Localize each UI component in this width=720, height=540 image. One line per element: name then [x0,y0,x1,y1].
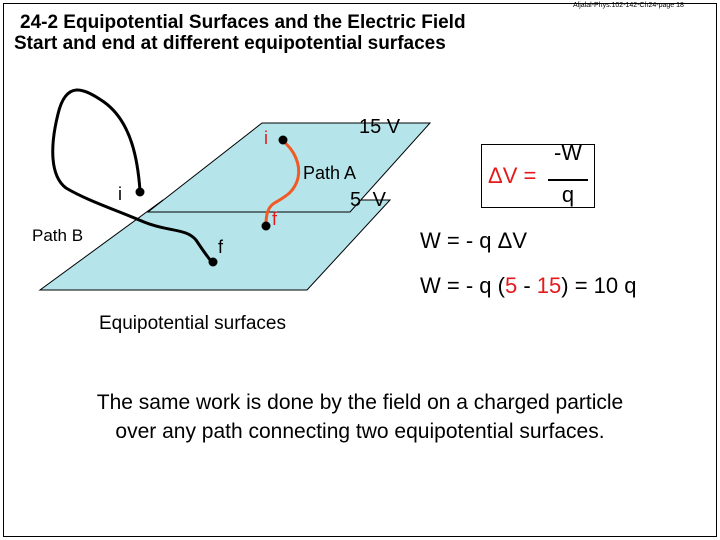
point-i-path-a [278,135,288,145]
point-f-path-a [261,221,271,231]
label-i-path-b: i [118,184,122,204]
plane-15v [146,122,432,213]
label-f-path-a: f [272,209,278,229]
voltage-5v-label: 5 V [350,189,390,211]
fraction-denominator: q [561,182,575,207]
delta-v-lhs: ΔV = [488,163,537,188]
credit-text: Aljalal-Phys.102-142-Ch24-page 18 [573,2,684,9]
path-b-label: Path B [32,226,84,245]
fraction-bar [548,179,588,181]
figure-caption: Equipotential surfaces [99,313,286,334]
delta-v-box [481,144,595,208]
work-calculation: W = - q (5 - 15) = 10 q [420,273,637,298]
plane-5v [38,199,392,291]
slide-title: 24-2 Equipotential Surfaces and the Elec… [20,12,466,33]
slide-subtitle: Start and end at different equipotential… [14,33,446,54]
label-f-path-b: f [218,237,224,257]
point-i-path-b [135,187,145,197]
label-i-path-a: i [264,128,268,148]
path-b [51,88,214,264]
conclusion-line-1: The same work is done by the field on a … [96,391,624,414]
point-f-path-b [208,257,218,267]
path-a [264,139,301,226]
conclusion-line-2: over any path connecting two equipotenti… [115,420,605,443]
path-a-label: Path A [303,163,357,183]
fraction-numerator: -W [553,140,583,165]
voltage-15v-label: 15 V [359,116,401,138]
work-equation: W = - q ΔV [420,228,527,253]
conclusion-text: The same work is done by the field on a … [0,388,720,446]
